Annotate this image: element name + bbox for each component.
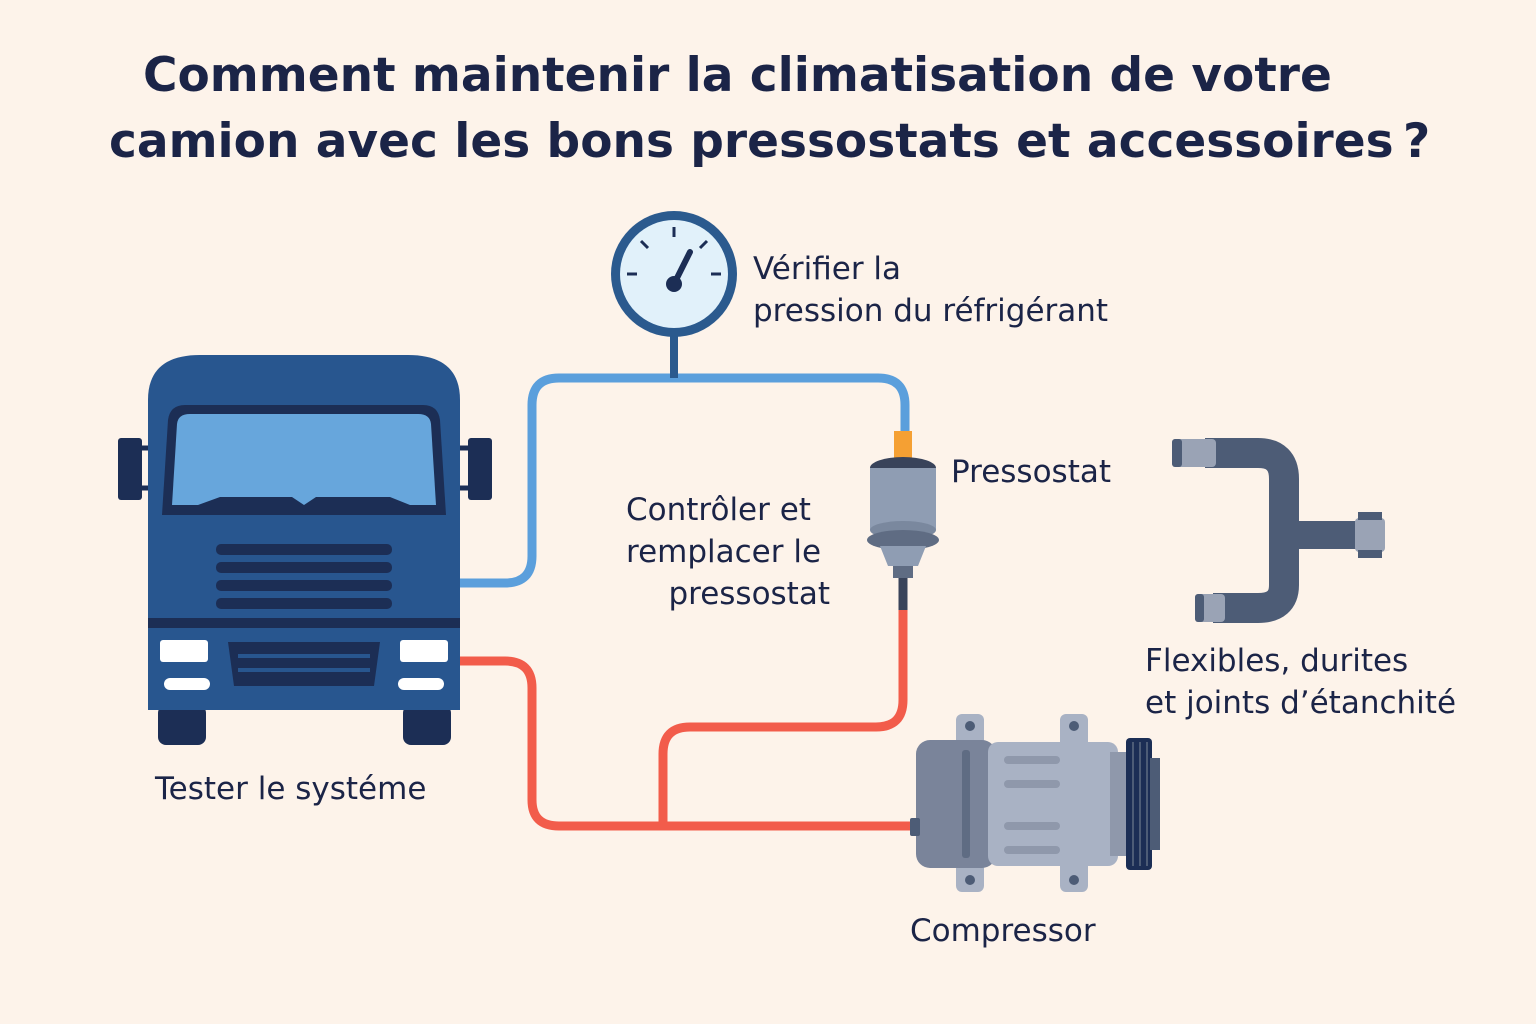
hose-fitting-icon <box>1172 438 1385 623</box>
gauge-label: Vérifier la pression du réfrigérant <box>753 248 1108 332</box>
page-title-line-1: Comment maintenir la climatisation de vo… <box>143 48 1332 103</box>
control-label-line-3: pressostat <box>668 576 830 612</box>
gauge-label-line-2: pression du réfrigérant <box>753 293 1109 329</box>
hoses-label-line-2: et joints d’étanchité <box>1145 685 1457 721</box>
page-title-line-2: camion avec les bons pressostats et acce… <box>109 114 1431 169</box>
control-label-line-2: remplacer le <box>626 534 822 570</box>
control-label-line-1: Contrôler et <box>626 492 811 528</box>
low-pressure-line <box>410 373 910 588</box>
compressor-icon <box>910 714 1160 892</box>
truck-label: Tester le systéme <box>155 771 427 807</box>
high-pressure-line-pressostat <box>658 610 908 826</box>
pressure-gauge-icon <box>611 211 737 337</box>
hoses-label-line-1: Flexibles, durites <box>1145 643 1409 679</box>
high-pressure-line-truck <box>458 656 916 831</box>
refrigerant-lines <box>410 335 916 831</box>
truck-icon <box>118 355 492 745</box>
compressor-label: Compressor <box>910 913 1096 949</box>
pressostat-label: Pressostat <box>951 454 1112 490</box>
gauge-label-line-1: Vérifier la <box>753 251 902 287</box>
control-label: Contrôler et remplacer le pressostat <box>560 489 830 615</box>
pressostat-icon <box>867 431 939 578</box>
hoses-label: Flexibles, durites et joints d’étanchité <box>1145 640 1456 724</box>
